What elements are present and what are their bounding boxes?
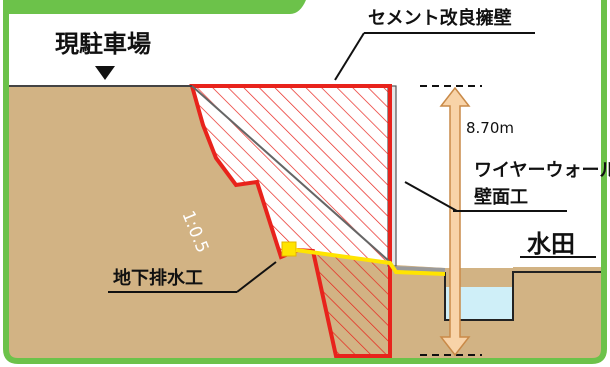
parking-label: 現駐車場 [55,30,151,58]
leader-cement [334,32,365,81]
paddy-bank [513,267,604,361]
wire-wall-label-line2: 壁面工 [474,187,528,208]
wire-wall-label-line1: ワイヤーウォール [474,160,610,181]
height-label: 8.70m [466,119,515,137]
leader-wire [404,181,458,212]
drain-pipe [295,248,446,276]
leader-drain [236,261,277,293]
paddy-outline [444,271,604,321]
frame-border [3,0,607,364]
cement-wall-label: セメント改良擁壁 [368,8,512,29]
paddy-label: 水田 [527,230,575,258]
height-arrow [439,86,471,357]
diagonal-line [191,85,391,263]
drain-label: 地下排水工 [113,268,203,289]
header-tab [6,0,306,14]
drain-box [281,241,297,257]
triangle-down-icon [95,66,115,80]
